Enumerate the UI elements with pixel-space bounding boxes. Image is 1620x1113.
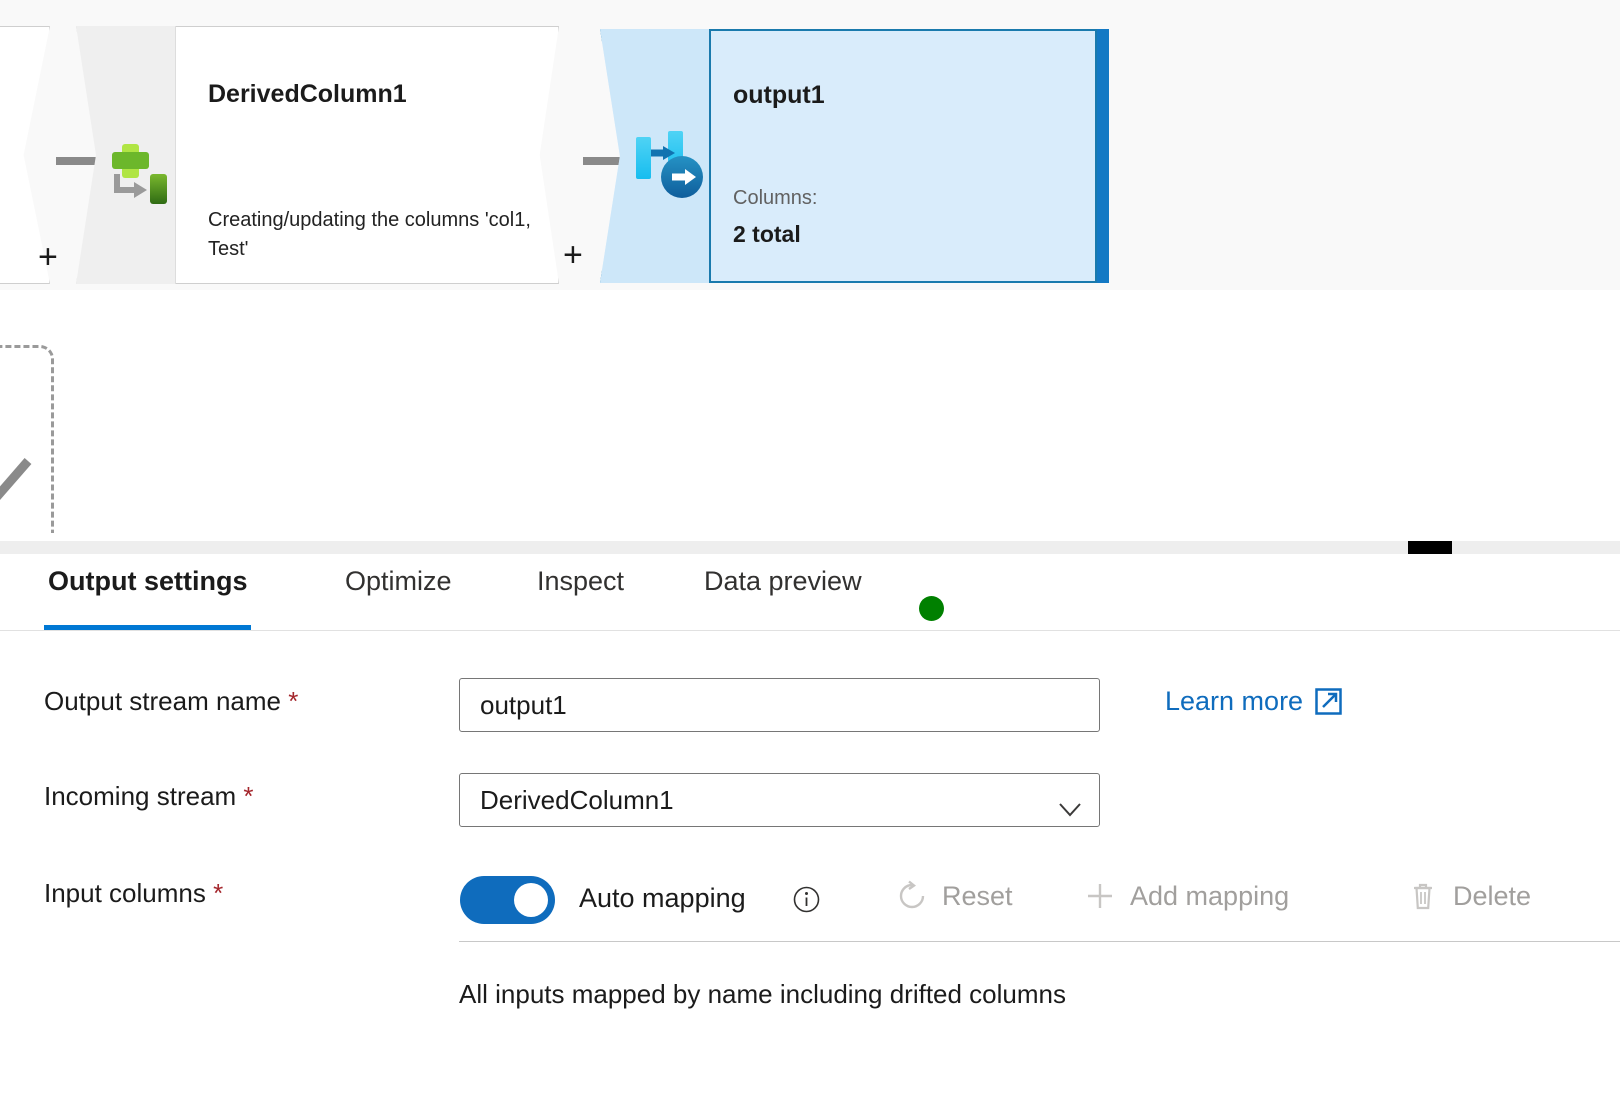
info-icon[interactable] bbox=[793, 886, 820, 913]
input-columns-label: Input columns * bbox=[44, 878, 223, 909]
node-columns-label: Columns: bbox=[733, 187, 818, 209]
incoming-stream-label: Incoming stream * bbox=[44, 781, 254, 812]
learn-more-label: Learn more bbox=[1165, 686, 1304, 716]
output-stream-name-input[interactable]: output1 bbox=[459, 678, 1100, 732]
chevron-down-icon bbox=[1059, 793, 1081, 817]
connector-line-2 bbox=[583, 157, 637, 165]
dataflow-canvas[interactable]: + bbox=[0, 0, 1620, 533]
settings-panel: Output settings Optimize Inspect Data pr… bbox=[0, 554, 1620, 1113]
mapping-divider bbox=[459, 941, 1620, 942]
node-subtitle: Creating/updating the columns 'col1, Tes… bbox=[208, 209, 531, 260]
incoming-stream-select[interactable]: DerivedColumn1 bbox=[459, 773, 1100, 827]
panel-tab-bar: Output settings Optimize Inspect Data pr… bbox=[0, 554, 1620, 631]
canvas-node-output1[interactable]: output1 Columns: 2 total bbox=[600, 29, 1110, 283]
delete-label: Delete bbox=[1453, 880, 1532, 911]
label-text: Input columns bbox=[44, 878, 206, 908]
delete-mapping-button[interactable]: Delete bbox=[1407, 880, 1531, 912]
add-node-button-middle[interactable]: + bbox=[563, 236, 583, 274]
add-mapping-label: Add mapping bbox=[1130, 880, 1290, 911]
node-body: DerivedColumn1 Creating/updating the col… bbox=[186, 26, 549, 284]
incoming-stream-value: DerivedColumn1 bbox=[480, 784, 674, 815]
connector-line-1 bbox=[56, 157, 112, 165]
output-stream-name-label: Output stream name * bbox=[44, 686, 298, 717]
node-title: DerivedColumn1 bbox=[208, 80, 407, 108]
tab-data-preview[interactable]: Data preview bbox=[704, 566, 862, 596]
auto-mapping-toggle[interactable] bbox=[460, 876, 555, 924]
tab-optimize[interactable]: Optimize bbox=[345, 566, 452, 596]
tab-inspect[interactable]: Inspect bbox=[537, 566, 625, 596]
external-link-icon bbox=[1315, 688, 1342, 715]
auto-mapping-label: Auto mapping bbox=[579, 883, 746, 913]
placeholder-diagonal-line bbox=[0, 455, 40, 507]
learn-more-link[interactable]: Learn more bbox=[1165, 686, 1342, 717]
sink-icon bbox=[634, 129, 706, 201]
node-title: output1 bbox=[733, 81, 825, 109]
label-text: Output stream name bbox=[44, 686, 281, 716]
reset-mapping-button[interactable]: Reset bbox=[896, 880, 1013, 912]
canvas-lower-background bbox=[0, 290, 1620, 533]
required-marker: * bbox=[288, 686, 299, 716]
add-node-button-left[interactable]: + bbox=[38, 238, 58, 276]
data-preview-status-dot bbox=[919, 596, 944, 621]
toggle-knob bbox=[514, 883, 548, 917]
scrollbar-thumb[interactable] bbox=[1408, 541, 1452, 554]
required-marker: * bbox=[213, 878, 224, 908]
add-mapping-button[interactable]: Add mapping bbox=[1084, 880, 1289, 912]
node-columns-value: 2 total bbox=[733, 221, 801, 247]
mapping-note: All inputs mapped by name including drif… bbox=[459, 979, 1067, 1009]
new-branch-placeholder[interactable] bbox=[0, 345, 54, 533]
plus-icon bbox=[1084, 880, 1116, 912]
label-text: Incoming stream bbox=[44, 781, 237, 811]
canvas-node-derived-column[interactable]: DerivedColumn1 Creating/updating the col… bbox=[76, 26, 559, 284]
reset-icon bbox=[896, 880, 928, 912]
node-stack-layer-back bbox=[1096, 29, 1109, 283]
required-marker: * bbox=[243, 781, 254, 811]
trash-icon bbox=[1407, 880, 1439, 912]
reset-label: Reset bbox=[942, 880, 1013, 911]
derived-column-icon bbox=[108, 144, 176, 212]
tab-output-settings[interactable]: Output settings bbox=[44, 566, 252, 630]
canvas-horizontal-scrollbar[interactable] bbox=[0, 541, 1620, 554]
